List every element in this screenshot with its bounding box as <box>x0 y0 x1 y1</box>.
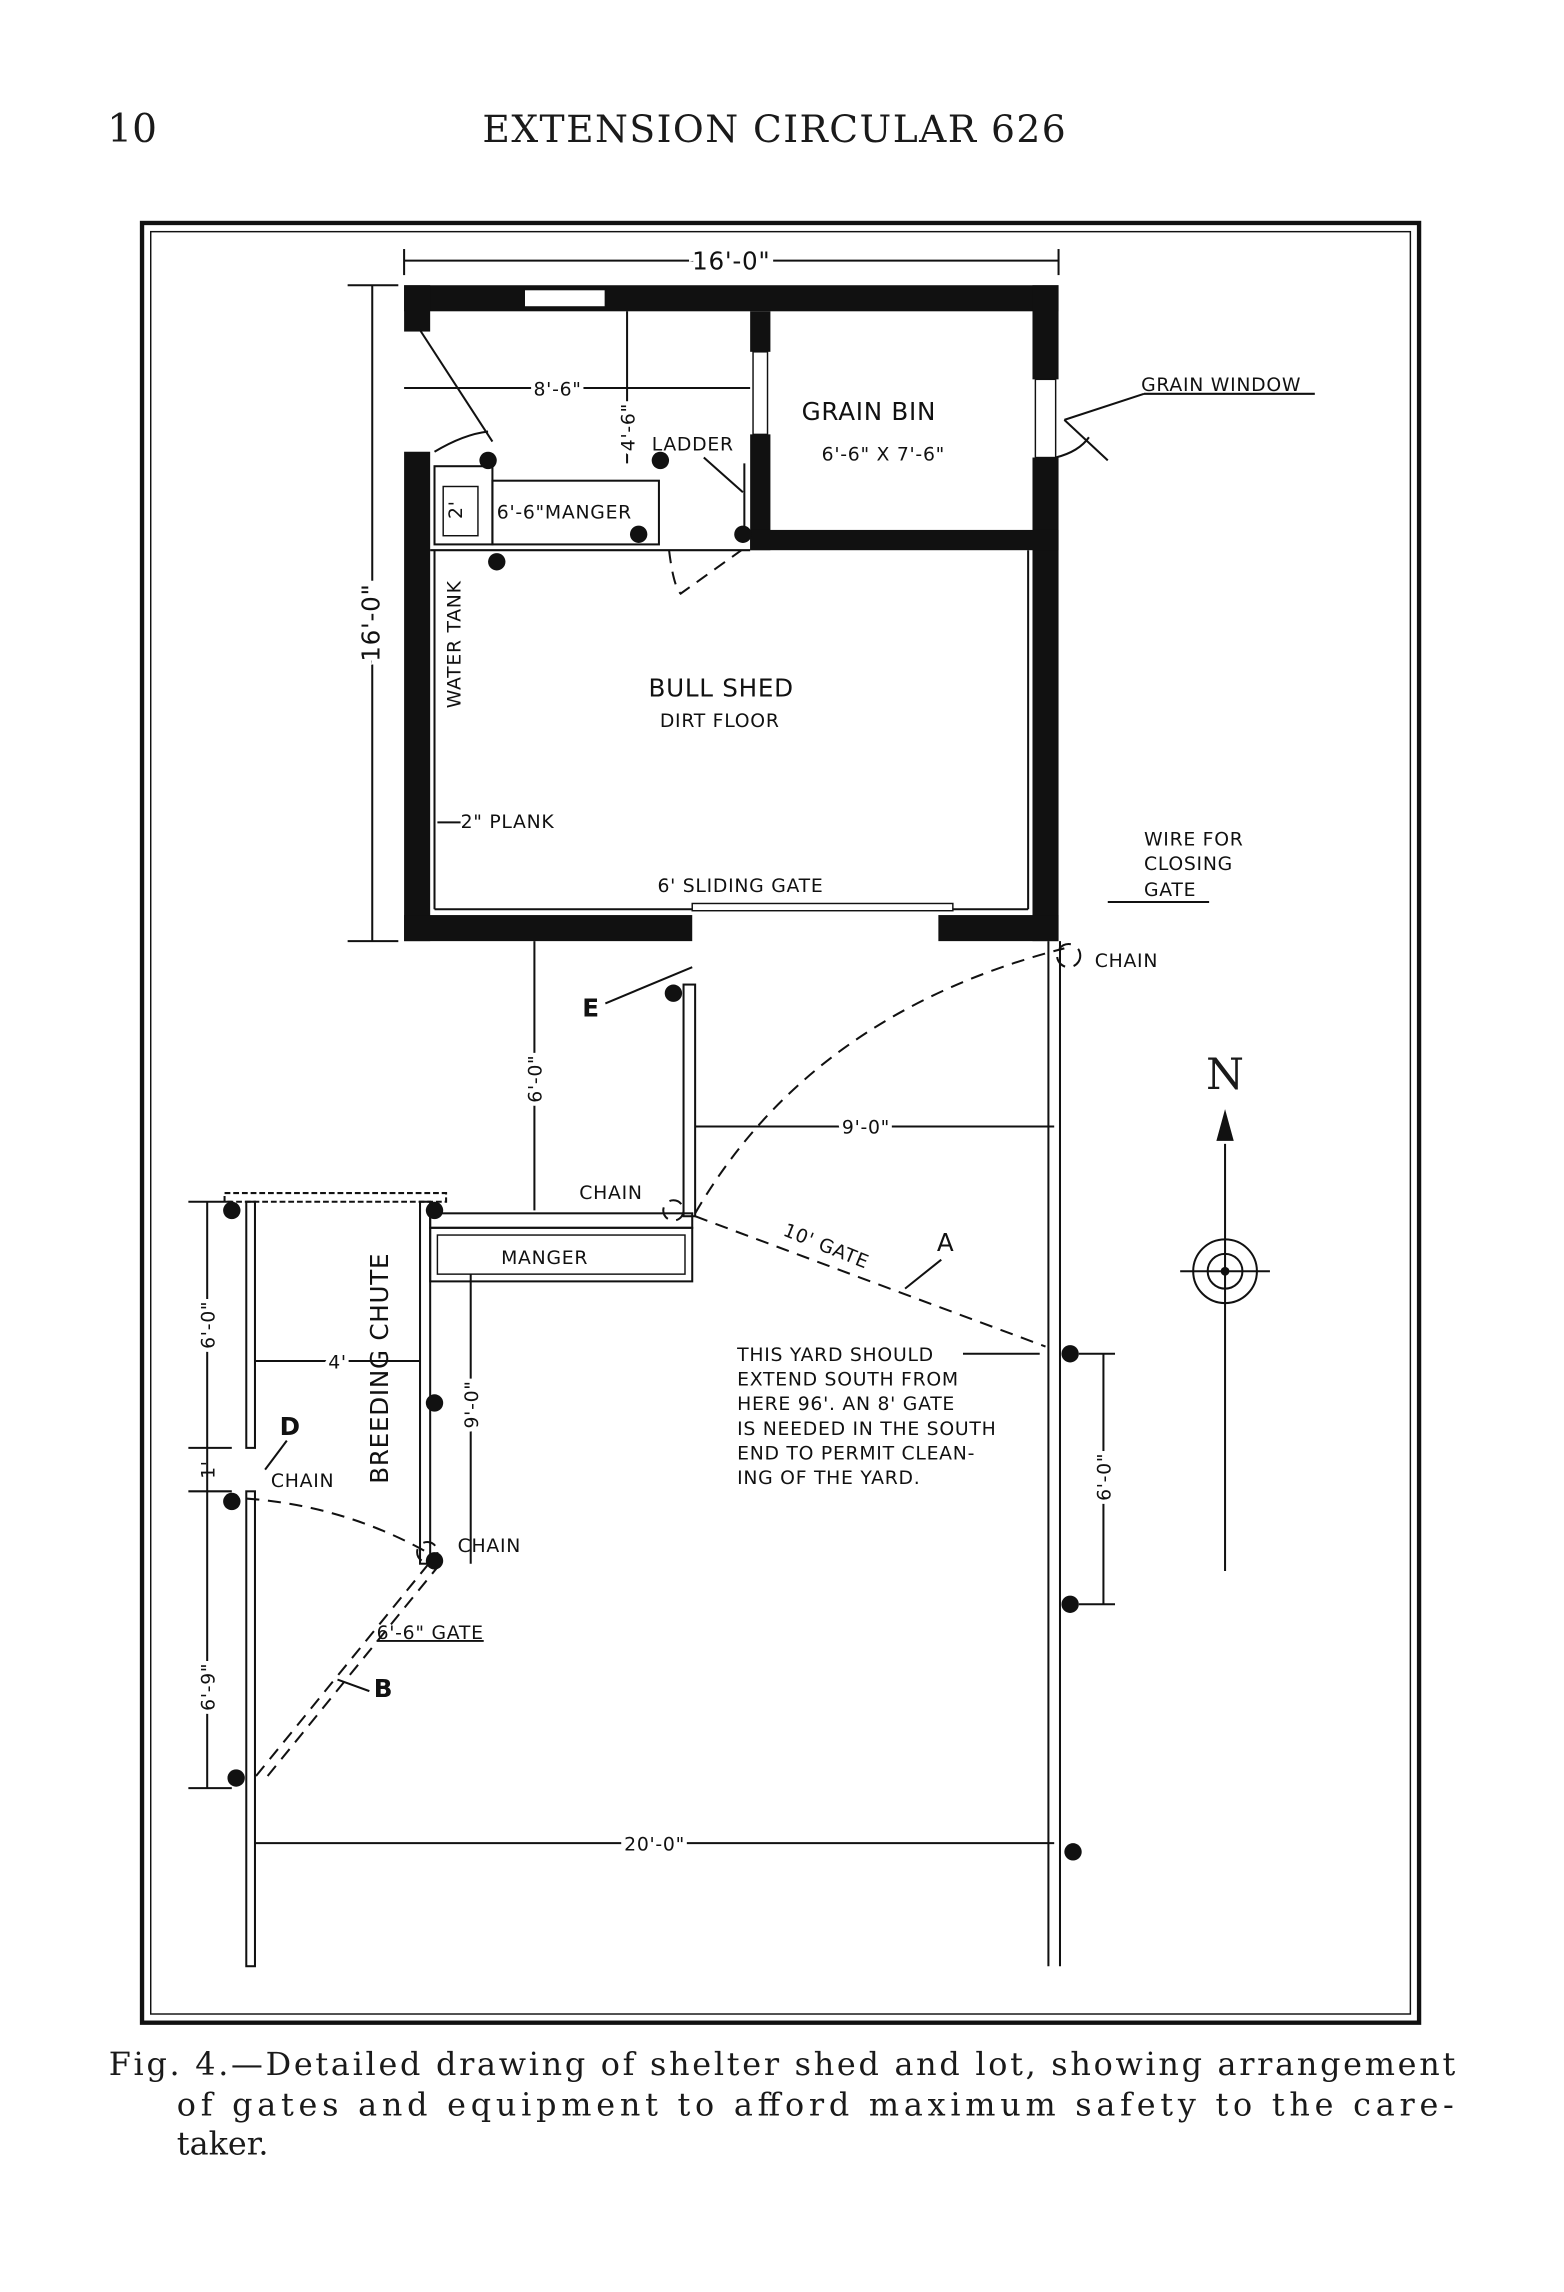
label-grain-bin-size: 6'-6" X 7'-6" <box>822 444 945 465</box>
frame-inner <box>149 230 1412 2015</box>
svg-text:THIS YARD SHOULD: THIS YARD SHOULD <box>736 1345 934 1366</box>
fences <box>223 941 1082 1968</box>
dim-shed-width: 16'-0" <box>692 246 770 275</box>
frame-outer <box>139 220 1422 2025</box>
fence-post <box>425 1394 444 1412</box>
label-north: N <box>1206 1050 1244 1100</box>
dim-chute-lower: 6'-9" <box>198 1663 219 1711</box>
label-water-tank: WATER TANK <box>445 580 466 708</box>
water-tank <box>433 465 494 546</box>
dim-shed-depth: 16'-0" <box>356 583 385 661</box>
dim-feed-room-depth: 4'-6" <box>618 403 639 451</box>
label-bull-shed: BULL SHED <box>649 673 794 702</box>
fence-post <box>425 1552 444 1570</box>
label-chain-top: CHAIN <box>1095 951 1158 972</box>
label-66-gate: 6'-6" GATE <box>377 1623 484 1644</box>
north-arrow-icon <box>1216 1109 1234 1141</box>
fence-post <box>1061 1345 1079 1363</box>
fence-post <box>223 1201 241 1220</box>
running-title: EXTENSION CIRCULAR 626 <box>482 107 1067 151</box>
label-ladder: LADDER <box>652 434 734 455</box>
fence-post <box>734 525 752 543</box>
dim-chute-length: 9'-0" <box>462 1380 483 1428</box>
svg-text:IS NEEDED IN THE SOUTH: IS NEEDED IN THE SOUTH <box>737 1419 996 1440</box>
label-grain-bin: GRAIN BIN <box>802 397 937 426</box>
label-letter-b: B <box>374 1674 393 1703</box>
label-chain-run: CHAIN <box>579 1183 642 1204</box>
label-wire-1: WIRE FOR <box>1144 830 1244 851</box>
svg-text:EXTEND SOUTH FROM: EXTEND SOUTH FROM <box>737 1370 959 1391</box>
dim-chute-gap: 1' <box>198 1460 219 1479</box>
label-wire-2: CLOSING <box>1144 854 1233 875</box>
compass-rose-icon <box>1180 1109 1270 1571</box>
label-letter-a: A <box>937 1228 955 1257</box>
label-run-manger: MANGER <box>501 1248 588 1269</box>
fence-post <box>488 553 506 571</box>
fence-post <box>227 1769 245 1787</box>
label-plank: 2" PLANK <box>461 812 555 833</box>
fence-post <box>651 451 670 470</box>
dimension-lines <box>188 249 1315 1845</box>
dim-yard-post-spacing: 6'-0" <box>1095 1453 1116 1501</box>
svg-text:ING OF THE YARD.: ING OF THE YARD. <box>737 1468 920 1489</box>
fence-post <box>425 1201 444 1220</box>
label-breeding-chute: BREEDING CHUTE <box>365 1253 394 1484</box>
shed-walls <box>404 285 1109 942</box>
posts <box>223 451 1082 1861</box>
figure-drawing: 16'-0" 16'-0" 8'-6" 4'-6" 2' GRAIN BIN 6… <box>139 220 1422 2025</box>
fence-post <box>1061 1595 1079 1613</box>
dim-run-length: 6'-0" <box>526 1055 547 1103</box>
label-dirt-floor: DIRT FLOOR <box>660 711 780 732</box>
dim-chute-width: 4' <box>328 1352 347 1373</box>
dim-chute-upper: 6'-0" <box>198 1301 219 1349</box>
label-shed-manger: 6'-6"MANGER <box>497 502 632 523</box>
yard-note: THIS YARD SHOULD EXTEND SOUTH FROM HERE … <box>736 1345 996 1489</box>
dim-feed-room-width: 8'-6" <box>533 379 581 400</box>
svg-text:END TO PERMIT CLEAN-: END TO PERMIT CLEAN- <box>737 1443 975 1464</box>
label-wire-3: GATE <box>1144 880 1196 901</box>
fence-post <box>223 1492 241 1511</box>
dim-tank-width: 2' <box>446 500 467 519</box>
dim-yard-width: 20'-0" <box>624 1834 685 1855</box>
label-chain-chute: CHAIN <box>271 1471 334 1492</box>
label-letter-d: D <box>280 1412 301 1441</box>
fence-post <box>664 984 683 1002</box>
figure-caption: Fig. 4.—Detailed drawing of shelter shed… <box>109 2045 1456 2163</box>
svg-text:of gates and equipment to affo: of gates and equipment to afford maximum… <box>177 2085 1454 2123</box>
label-grain-window: GRAIN WINDOW <box>1141 375 1301 396</box>
page-number: 10 <box>107 107 157 152</box>
label-chain-lower: CHAIN <box>458 1536 521 1557</box>
label-letter-e: E <box>582 993 600 1022</box>
svg-text:taker.: taker. <box>177 2124 269 2162</box>
svg-text:Fig. 4.—Detailed drawing of sh: Fig. 4.—Detailed drawing of shelter shed… <box>109 2045 1456 2083</box>
fence-post <box>629 525 648 543</box>
dim-run-width: 9'-0" <box>842 1118 890 1139</box>
fence-post <box>479 451 497 470</box>
svg-text:HERE 96'. AN 8' GATE: HERE 96'. AN 8' GATE <box>737 1394 955 1415</box>
fence-post <box>1064 1843 1082 1861</box>
label-sliding-gate: 6' SLIDING GATE <box>657 876 823 897</box>
